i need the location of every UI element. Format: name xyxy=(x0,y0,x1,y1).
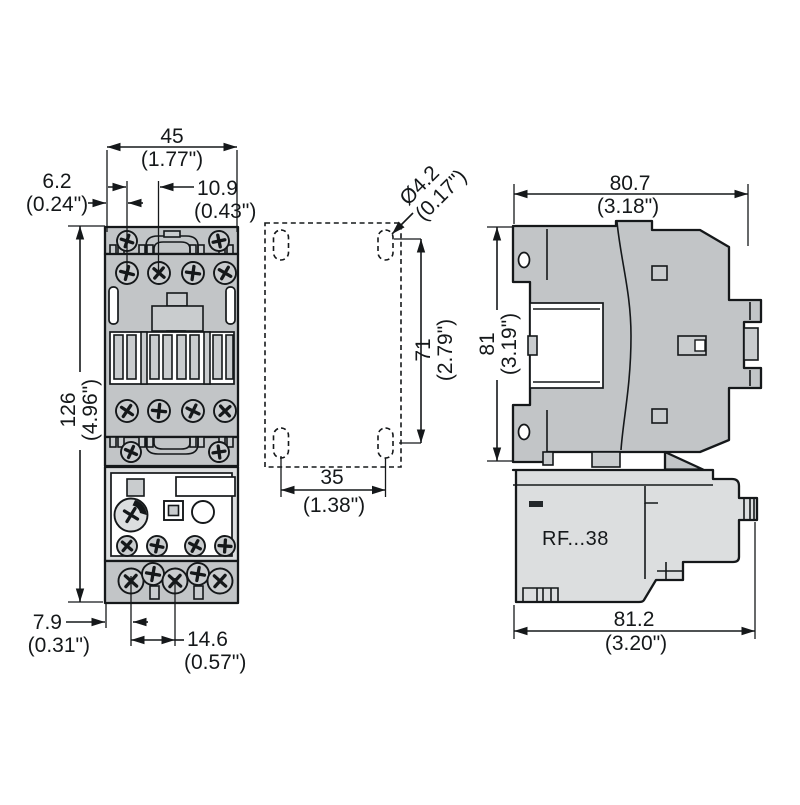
dim-hole-v-spacing-71: 71 (2.79") xyxy=(394,238,457,444)
front-top-clip-inner xyxy=(153,241,191,253)
front-center-tab xyxy=(166,292,188,307)
dim-hole-h-spacing-35: 35 (1.38") xyxy=(280,456,387,517)
dim-front-edge-offset-6-2: 6.2 (0.24") xyxy=(26,170,143,216)
side-din-tab xyxy=(527,335,538,356)
dim-side-bottom-width-81-2: 81.2 (3.20") xyxy=(513,522,756,655)
dim-front-bottom-pitch-14-6: 14.6 (0.57") xyxy=(131,578,246,674)
side-flange-hole xyxy=(517,423,531,441)
dim-label: 6.2 xyxy=(42,170,71,193)
dim-label: (1.38") xyxy=(303,494,365,517)
terminal-tab xyxy=(193,585,204,600)
side-view: RF...38 xyxy=(511,219,763,604)
dim-label: (3.18") xyxy=(597,195,659,218)
side-foot xyxy=(591,451,621,468)
side-relay-profile xyxy=(511,468,759,604)
dim-front-screw-offset-10-9: 10.9 (0.43") xyxy=(108,177,256,273)
dim-label: 45 xyxy=(160,125,183,148)
dim-label: 126 xyxy=(57,392,80,427)
side-vent-hole xyxy=(651,408,668,424)
dim-front-height-126: 126 (4.96") xyxy=(57,225,105,603)
side-terminal-mid xyxy=(743,327,759,361)
product-label: RF...38 xyxy=(542,528,609,550)
side-foot xyxy=(542,451,554,466)
side-step-line xyxy=(616,221,632,451)
dim-label: 10.9 xyxy=(197,177,238,200)
mounting-slot xyxy=(377,427,394,459)
dim-front-bottom-offset-7-9: 7.9 (0.31") xyxy=(28,576,148,657)
dim-side-top-width-80-7: 80.7 (3.18") xyxy=(513,172,749,246)
side-contactor-profile xyxy=(511,219,763,464)
dim-label: 80.7 xyxy=(610,172,651,195)
front-view xyxy=(103,225,243,605)
dim-label: (4.96") xyxy=(79,379,102,441)
mounting-slot xyxy=(272,229,290,261)
relay-reset-button xyxy=(126,478,145,497)
relay-test-button-inner xyxy=(167,504,180,517)
mounting-hole-pattern xyxy=(264,222,402,468)
front-right-slot xyxy=(225,286,236,325)
side-vent-hole xyxy=(651,265,668,281)
dim-side-height-81: 81 (3.19") xyxy=(476,226,521,462)
side-din-recess xyxy=(529,302,604,389)
front-pole-bars xyxy=(113,331,234,385)
front-bottom-clip-inner xyxy=(153,437,191,450)
dim-label: 14.6 xyxy=(187,628,228,651)
front-top-clip-tab xyxy=(163,230,181,238)
dim-label: 35 xyxy=(320,466,343,489)
mounting-outline xyxy=(264,222,402,468)
dim-label: 81.2 xyxy=(614,608,655,631)
dim-label: (3.19") xyxy=(498,313,521,375)
dim-hole-diameter: Ø4.2 (0.17") xyxy=(391,161,471,235)
dim-label: (0.43") xyxy=(194,200,256,223)
dim-label: 7.9 xyxy=(33,611,62,634)
terminal-tab xyxy=(149,585,160,600)
front-left-slot xyxy=(108,286,119,325)
front-center-block xyxy=(151,305,204,332)
front-bottom-clip xyxy=(145,437,199,455)
side-relay-foot xyxy=(522,587,559,601)
dim-label: (0.57") xyxy=(184,651,246,674)
dim-label: 71 xyxy=(412,338,435,361)
dim-label: (2.79") xyxy=(434,319,457,381)
dim-label: (0.24") xyxy=(26,193,88,216)
relay-dial-cross-icon xyxy=(122,506,140,524)
mounting-slot xyxy=(377,229,394,261)
relay-dial-cam xyxy=(132,500,147,515)
dim-label: 81 xyxy=(476,332,499,355)
side-relay-slot xyxy=(529,501,543,507)
mounting-slot xyxy=(272,427,290,459)
dim-front-width-45: 45 (1.77") xyxy=(106,125,238,232)
side-chamfer xyxy=(663,450,705,471)
relay-indicator xyxy=(191,500,215,524)
side-flange-hole xyxy=(517,251,531,269)
dim-label: (0.31") xyxy=(28,634,90,657)
dim-label: (1.77") xyxy=(141,148,203,171)
dim-label: (3.20") xyxy=(605,632,667,655)
relay-label-window xyxy=(175,476,236,497)
